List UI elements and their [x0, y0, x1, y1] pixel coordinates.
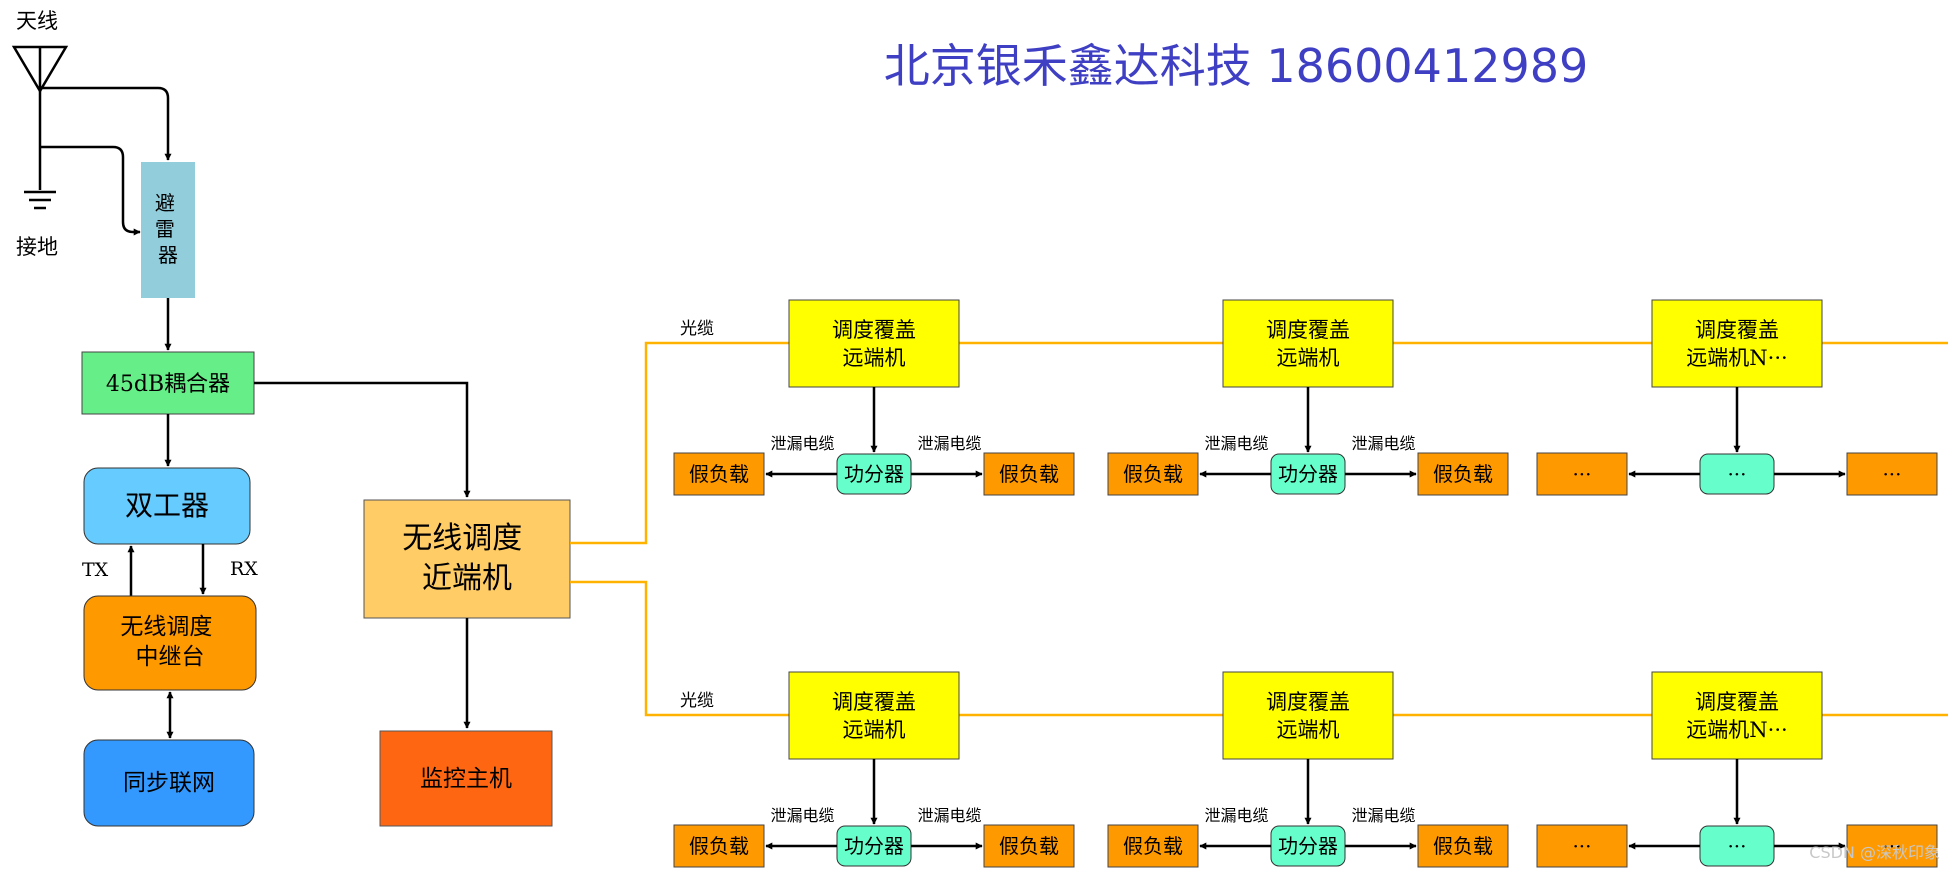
remote-box [1222, 299, 1394, 388]
remote-box [788, 671, 960, 760]
fiber-label: 光缆 [680, 691, 714, 711]
dummy-load-left-label: ··· [1572, 834, 1591, 858]
repeater-label: 无线调度 中继台 [120, 614, 219, 670]
dummy-load-left [1107, 452, 1199, 496]
dummy-load-left-label: 假负载 [689, 462, 749, 486]
remote-label-line2: 远端机 [1277, 718, 1340, 742]
splitter-label: 功分器 [844, 462, 904, 486]
antenna-icon [11, 45, 69, 94]
watermark: CSDN @深秋印象 [1809, 843, 1940, 862]
dummy-load-left-label: ··· [1572, 462, 1591, 486]
duplexer-label: 双工器 [125, 489, 209, 522]
coupler-label: 45dB耦合器 [106, 372, 230, 397]
remote-label-line1: 调度覆盖 [1695, 318, 1779, 342]
splitter-label: ··· [1727, 834, 1746, 858]
sync-network-label: 同步联网 [123, 770, 215, 796]
monitor-host-box: 监控主机 [379, 730, 553, 827]
remote-label-line2: 远端机 [843, 718, 906, 742]
leaky-cable-right-label: 泄漏电缆 [917, 434, 981, 453]
dummy-load-left-label: 假负载 [1123, 834, 1183, 858]
leaky-cable-right-label: 泄漏电缆 [1351, 434, 1415, 453]
repeater-box: 无线调度 中继台 [83, 595, 257, 691]
splitter-label: 功分器 [1278, 462, 1338, 486]
dummy-load-right [1417, 452, 1509, 496]
splitter-label: 功分器 [1278, 834, 1338, 858]
remote-unit-1: 调度覆盖远端机功分器假负载假负载泄漏电缆泄漏电缆 [673, 671, 1075, 868]
remote-label-line1: 调度覆盖 [832, 690, 916, 714]
remote-row-1: 光缆调度覆盖远端机功分器假负载假负载泄漏电缆泄漏电缆调度覆盖远端机功分器假负载假… [570, 299, 1948, 545]
dummy-load-right-label: ··· [1882, 462, 1901, 486]
dummy-load-left-label: 假负载 [1123, 462, 1183, 486]
leaky-cable-right-label: 泄漏电缆 [917, 806, 981, 825]
antenna-group: 天线 接地 [11, 9, 69, 259]
remote-unit-2: 调度覆盖远端机功分器假负载假负载泄漏电缆泄漏电缆 [1107, 299, 1509, 496]
tx-label: TX [82, 559, 109, 581]
remote-row-2: 光缆调度覆盖远端机功分器假负载假负载泄漏电缆泄漏电缆调度覆盖远端机功分器假负载假… [570, 580, 1948, 868]
remote-label: 调度覆盖远端机 [1266, 690, 1350, 742]
remote-box [1651, 671, 1823, 760]
remote-label: 调度覆盖远端机N··· [1686, 318, 1787, 370]
dummy-load-right [1846, 452, 1938, 496]
dummy-load-left [673, 824, 765, 868]
remote-label-line2: 远端机 [843, 346, 906, 370]
remote-box [1222, 671, 1394, 760]
dummy-load-right [1846, 824, 1938, 868]
dummy-load-right-label: ··· [1882, 834, 1901, 858]
leaky-cable-left-label: 泄漏电缆 [770, 434, 834, 453]
dummy-load-right [983, 824, 1075, 868]
remote-unit-1: 调度覆盖远端机功分器假负载假负载泄漏电缆泄漏电缆 [673, 299, 1075, 496]
dummy-load-right-label: 假负载 [999, 462, 1059, 486]
sync-network-box: 同步联网 [83, 739, 255, 827]
coupler-box: 45dB耦合器 [81, 351, 255, 415]
near-end-label: 无线调度 近端机 [402, 521, 532, 596]
remote-box [1651, 299, 1823, 388]
rx-label: RX [230, 558, 258, 580]
fiber-label: 光缆 [680, 319, 714, 339]
dummy-load-left [673, 452, 765, 496]
lightning-arrester-label: 避 雷 器 [155, 191, 181, 267]
duplexer-box: 双工器 [83, 467, 251, 545]
near-end-box: 无线调度 近端机 [363, 499, 571, 619]
dummy-load-right [1417, 824, 1509, 868]
splitter-label: ··· [1727, 462, 1746, 486]
ground-icon [24, 190, 56, 210]
leaky-cable-left-label: 泄漏电缆 [1204, 434, 1268, 453]
dummy-load-right [983, 452, 1075, 496]
remote-label-line2: 远端机N··· [1686, 718, 1787, 742]
dummy-load-left-label: 假负载 [689, 834, 749, 858]
remote-unit-3: 调度覆盖远端机N··· ··· ··· ··· [1536, 671, 1938, 868]
remote-label: 调度覆盖远端机 [1266, 318, 1350, 370]
remote-label-line1: 调度覆盖 [1266, 318, 1350, 342]
leaky-cable-left-label: 泄漏电缆 [770, 806, 834, 825]
remote-unit-3: 调度覆盖远端机N··· ··· ··· ··· [1536, 299, 1938, 496]
splitter-label: 功分器 [844, 834, 904, 858]
dummy-load-right-label: 假负载 [1433, 462, 1493, 486]
remote-label: 调度覆盖远端机 [832, 690, 916, 742]
dummy-load-left [1536, 824, 1628, 868]
dummy-load-right-label: 假负载 [999, 834, 1059, 858]
remote-label-line1: 调度覆盖 [1266, 690, 1350, 714]
remote-unit-2: 调度覆盖远端机功分器假负载假负载泄漏电缆泄漏电缆 [1107, 671, 1509, 868]
lightning-arrester-box: 避 雷 器 [141, 162, 195, 298]
antenna-label: 天线 [16, 9, 58, 33]
dummy-load-left [1536, 452, 1628, 496]
remote-label-line2: 远端机 [1277, 346, 1340, 370]
dummy-load-left [1107, 824, 1199, 868]
remote-label: 调度覆盖远端机N··· [1686, 690, 1787, 742]
remote-box [788, 299, 960, 388]
remote-label-line1: 调度覆盖 [832, 318, 916, 342]
remote-label: 调度覆盖远端机 [832, 318, 916, 370]
dummy-load-right-label: 假负载 [1433, 834, 1493, 858]
remote-label-line2: 远端机N··· [1686, 346, 1787, 370]
remote-rows: 光缆调度覆盖远端机功分器假负载假负载泄漏电缆泄漏电缆调度覆盖远端机功分器假负载假… [570, 299, 1948, 868]
ground-label: 接地 [16, 235, 58, 259]
page-title: 北京银禾鑫达科技 18600412989 [884, 39, 1589, 93]
leaky-cable-right-label: 泄漏电缆 [1351, 806, 1415, 825]
remote-label-line1: 调度覆盖 [1695, 690, 1779, 714]
leaky-cable-left-label: 泄漏电缆 [1204, 806, 1268, 825]
monitor-host-label: 监控主机 [420, 766, 512, 792]
